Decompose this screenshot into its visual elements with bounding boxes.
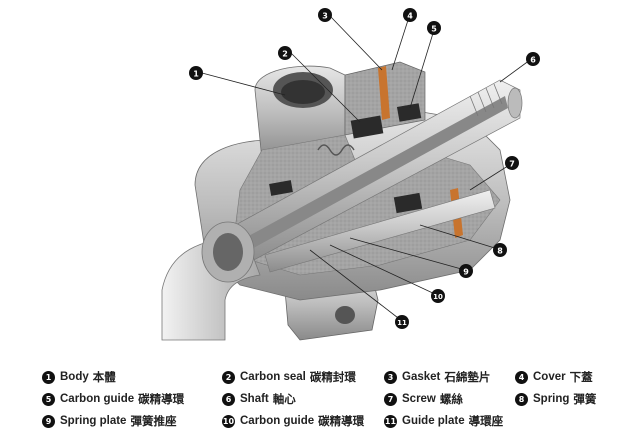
elbow-bore xyxy=(213,233,243,271)
mounting-hole xyxy=(335,306,355,324)
svg-text:1: 1 xyxy=(193,70,199,79)
gasket-ring xyxy=(378,66,390,120)
svg-text:11: 11 xyxy=(397,319,407,327)
svg-text:6: 6 xyxy=(530,56,536,65)
svg-text:7: 7 xyxy=(509,160,515,169)
svg-text:9: 9 xyxy=(463,268,469,277)
shaft-bore xyxy=(245,96,508,250)
callout-7: 7 xyxy=(505,156,519,170)
inner-rod xyxy=(264,189,496,273)
callout-3: 3 xyxy=(318,8,332,22)
svg-text:5: 5 xyxy=(431,25,437,34)
shaft-thread xyxy=(469,83,503,117)
callout-10: 10 xyxy=(431,289,445,303)
callout-8: 8 xyxy=(493,243,507,257)
carbon-guide-inner xyxy=(269,180,293,196)
svg-text:8: 8 xyxy=(497,247,503,256)
svg-text:10: 10 xyxy=(433,293,443,301)
body-port-thread xyxy=(281,80,325,104)
svg-text:4: 4 xyxy=(407,12,413,21)
shaft-end xyxy=(507,87,523,119)
rotary-joint-diagram: 1 2 3 4 5 6 7 8 9 10 11 xyxy=(161,8,540,341)
callout-4: 4 xyxy=(403,8,417,22)
svg-text:3: 3 xyxy=(322,12,328,21)
leader-lines xyxy=(201,16,531,322)
callout-5: 5 xyxy=(427,21,441,35)
callout-6: 6 xyxy=(526,52,540,66)
svg-text:2: 2 xyxy=(282,50,288,59)
callout-9: 9 xyxy=(459,264,473,278)
carbon-guide-lower xyxy=(393,192,423,214)
callout-11: 11 xyxy=(395,315,409,329)
callout-2: 2 xyxy=(278,46,292,60)
callout-1: 1 xyxy=(189,66,203,80)
carbon-guide-upper xyxy=(396,103,422,122)
